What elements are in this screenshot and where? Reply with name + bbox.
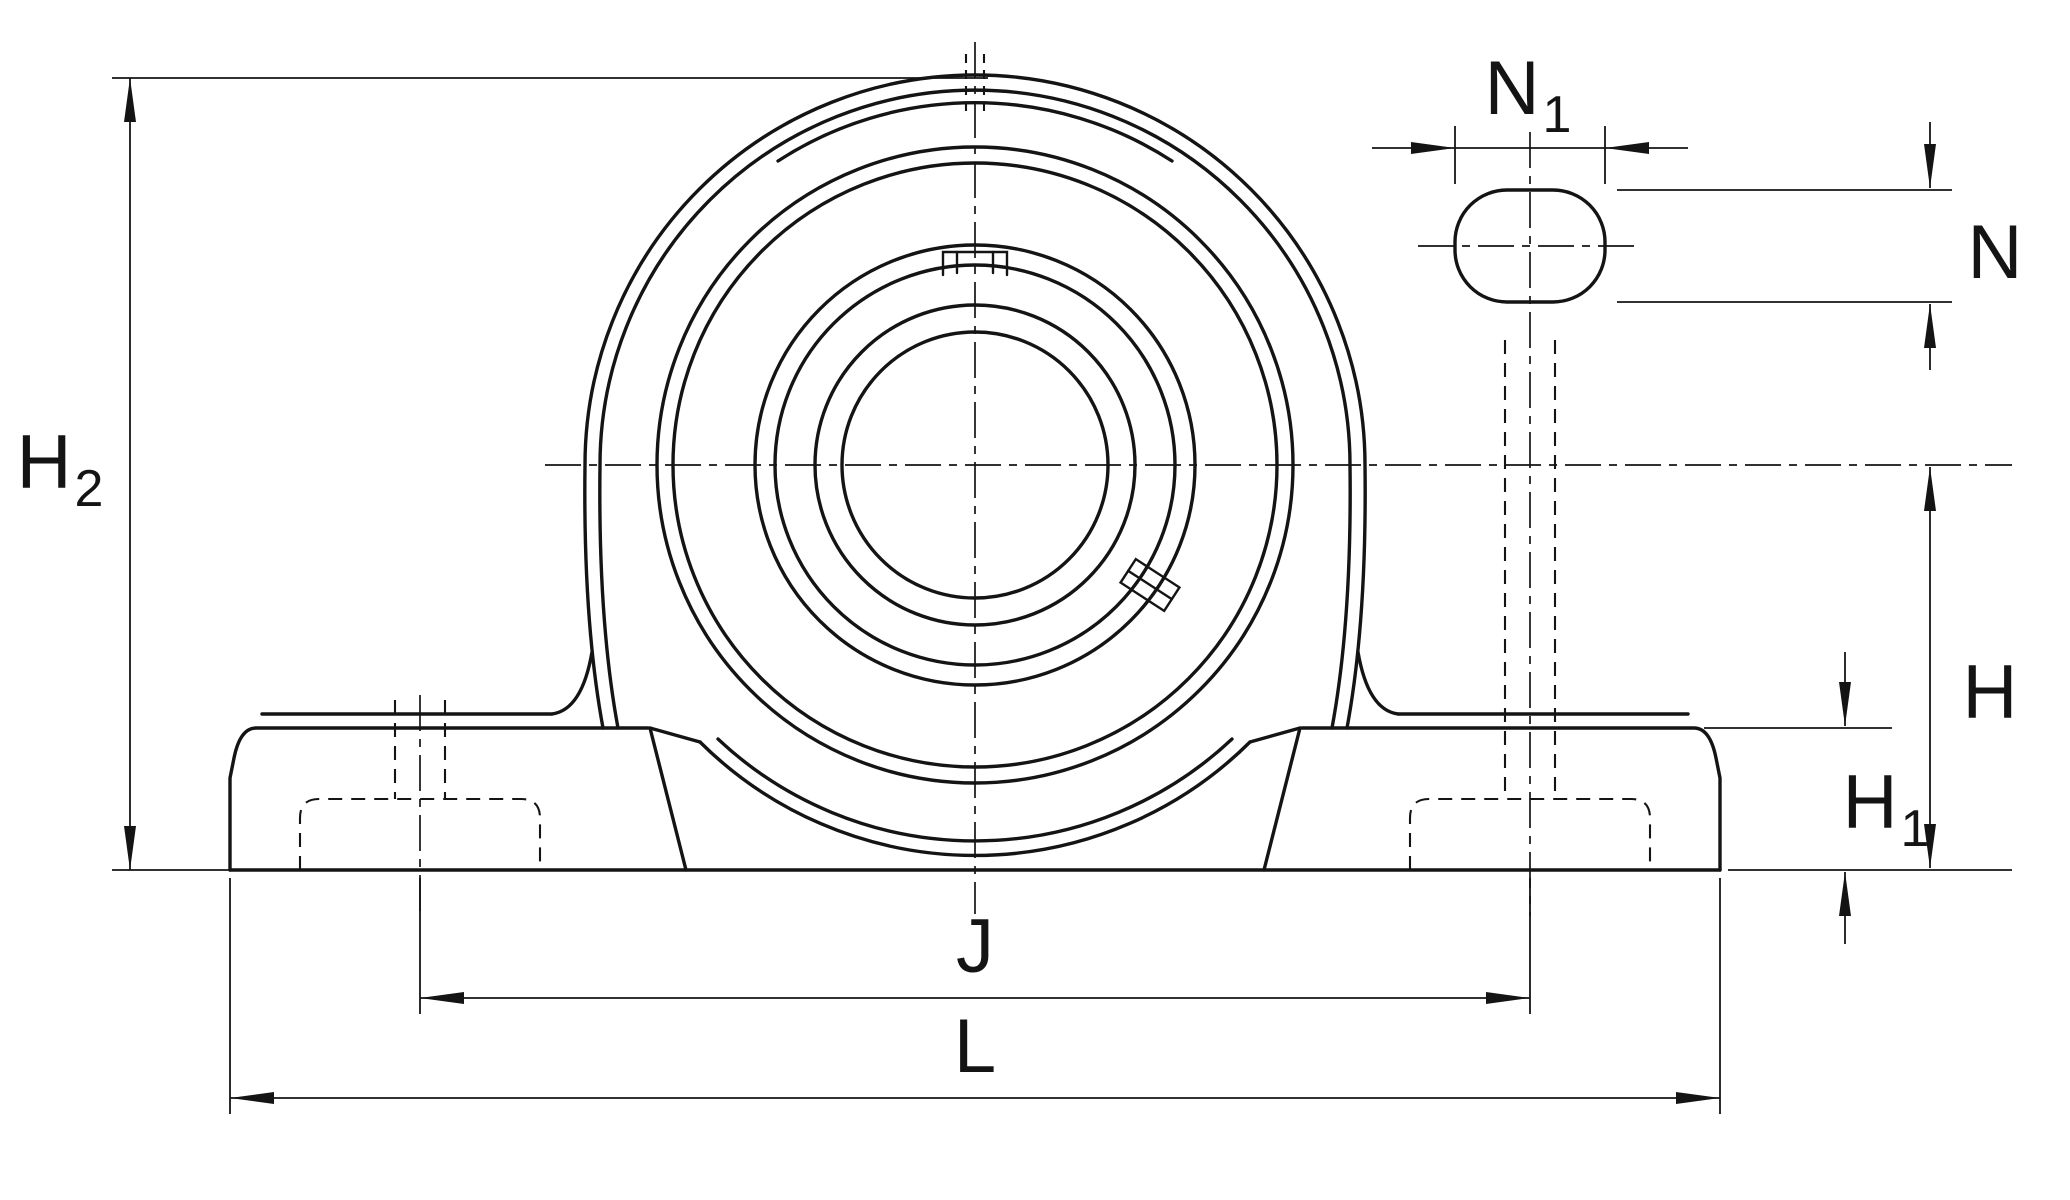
outer-ring-outer-edge	[753, 243, 1197, 687]
dim-J: J	[419, 878, 1531, 1014]
dim-N1: N1	[1372, 46, 1688, 184]
locking-screw	[1118, 557, 1182, 613]
dim-label-h: H	[1963, 650, 2018, 735]
hidden-edges	[298, 54, 1652, 870]
dim-L: L	[229, 878, 1721, 1114]
bolt-slot-outline	[1453, 188, 1607, 304]
dim-label-n1-main: N	[1485, 46, 1540, 131]
right-foot-outline	[1300, 726, 1722, 872]
base	[228, 650, 1722, 872]
dim-H1: H1	[1704, 652, 1929, 944]
right-foot-inner-edge	[1262, 726, 1302, 872]
housing-arch	[583, 73, 1367, 858]
housing-seat-circle-inner	[671, 161, 1279, 769]
dim-label-h2: H2	[17, 420, 104, 518]
dim-label-n: N	[1968, 210, 2023, 295]
dim-label-j-main: J	[956, 904, 994, 989]
left-rib-edge	[648, 726, 702, 744]
arch-outer-contour	[583, 73, 1367, 730]
arch-inner-contour	[598, 88, 1352, 730]
dim-label-h2-main: H	[17, 420, 72, 505]
dim-label-h1-main: H	[1843, 760, 1898, 845]
outer-ring-inner-edge	[773, 263, 1177, 667]
arch-apex-rib	[776, 101, 1174, 163]
dim-H2: H2	[17, 77, 988, 871]
bearing-rings	[655, 145, 1295, 785]
dim-label-h1-sub: 1	[1900, 800, 1929, 858]
inner-ring-keyway	[941, 250, 1009, 277]
dim-label-n1: N1	[1485, 46, 1572, 144]
left-foot-outline	[228, 726, 650, 872]
locking-screw-slot	[1126, 569, 1174, 601]
inner-ring-outer-edge	[813, 303, 1137, 627]
dim-label-h1: H1	[1843, 760, 1930, 858]
dim-label-n1-sub: 1	[1542, 86, 1571, 144]
dim-H: H	[1728, 467, 2018, 871]
dim-N: N	[1617, 122, 2022, 370]
left-foot-fillet	[550, 650, 594, 716]
dim-label-h-main: H	[1963, 650, 2018, 735]
left-counterbore-hidden	[298, 797, 542, 870]
dim-label-l: L	[954, 1004, 996, 1089]
dim-label-j: J	[956, 904, 994, 989]
bolt-slot-top-view	[1453, 188, 1607, 304]
dim-label-n-main: N	[1968, 210, 2023, 295]
dim-label-h2-sub: 2	[74, 460, 103, 518]
dim-label-l-main: L	[954, 1004, 996, 1089]
right-rib-edge	[1248, 726, 1302, 744]
shaft-bore-circle	[840, 330, 1110, 600]
right-counterbore-hidden	[1408, 797, 1652, 870]
housing-seat-circle-outer	[655, 145, 1295, 785]
left-foot-inner-edge	[648, 726, 688, 872]
right-foot-fillet	[1356, 650, 1400, 716]
housing-bottom-arc-inner	[716, 737, 1234, 843]
housing-bottom-arc-outer	[698, 740, 1252, 858]
